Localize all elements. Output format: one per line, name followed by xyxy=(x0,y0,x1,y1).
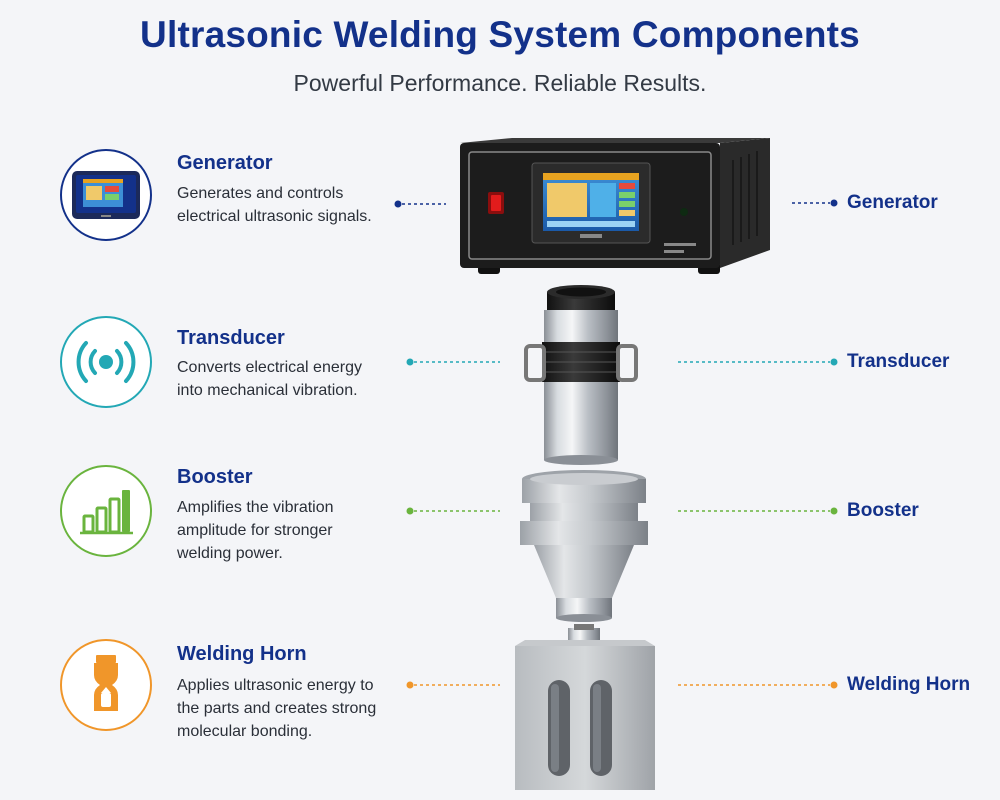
generator-unit xyxy=(460,138,770,274)
page-title: Ultrasonic Welding System Components xyxy=(140,14,860,55)
component-desc-welding-horn: Applies ultrasonic energy to the parts a… xyxy=(177,677,377,740)
connector-transducer-right xyxy=(678,358,838,366)
connector-booster-right xyxy=(678,507,838,515)
welding-horn-unit xyxy=(515,624,655,790)
right-label-welding-horn: Welding Horn xyxy=(847,674,971,695)
page-subtitle: Powerful Performance. Reliable Results. xyxy=(293,70,707,96)
horn-shape-icon xyxy=(94,655,118,711)
connector-generator-right xyxy=(792,199,838,207)
component-title-generator: Generator xyxy=(177,152,273,174)
right-label-transducer: Transducer xyxy=(847,351,950,372)
connector-transducer-left xyxy=(406,358,500,366)
component-title-welding-horn: Welding Horn xyxy=(177,643,307,665)
booster-icon-circle xyxy=(60,465,152,557)
right-label-booster: Booster xyxy=(847,500,919,521)
component-title-booster: Booster xyxy=(177,466,253,488)
amplitude-bars-icon xyxy=(80,490,133,535)
generator-icon-circle xyxy=(60,149,152,241)
component-desc-transducer: Converts electrical energy into mechanic… xyxy=(177,359,362,399)
connector-horn-right xyxy=(678,681,838,689)
generator-screen-icon xyxy=(72,171,140,219)
booster-unit xyxy=(520,470,648,622)
connector-generator-left xyxy=(394,200,446,208)
vibration-waves-icon xyxy=(76,341,136,383)
horn-icon-circle xyxy=(60,639,152,731)
right-label-generator: Generator xyxy=(847,192,938,213)
connector-horn-left xyxy=(406,681,500,689)
component-desc-generator: Generates and controls electrical ultras… xyxy=(177,185,372,225)
transducer-unit xyxy=(524,285,638,465)
component-title-transducer: Transducer xyxy=(177,327,285,349)
component-desc-booster: Amplifies the vibration amplitude for st… xyxy=(177,499,334,562)
connector-booster-left xyxy=(406,507,500,515)
transducer-icon-circle xyxy=(60,316,152,408)
